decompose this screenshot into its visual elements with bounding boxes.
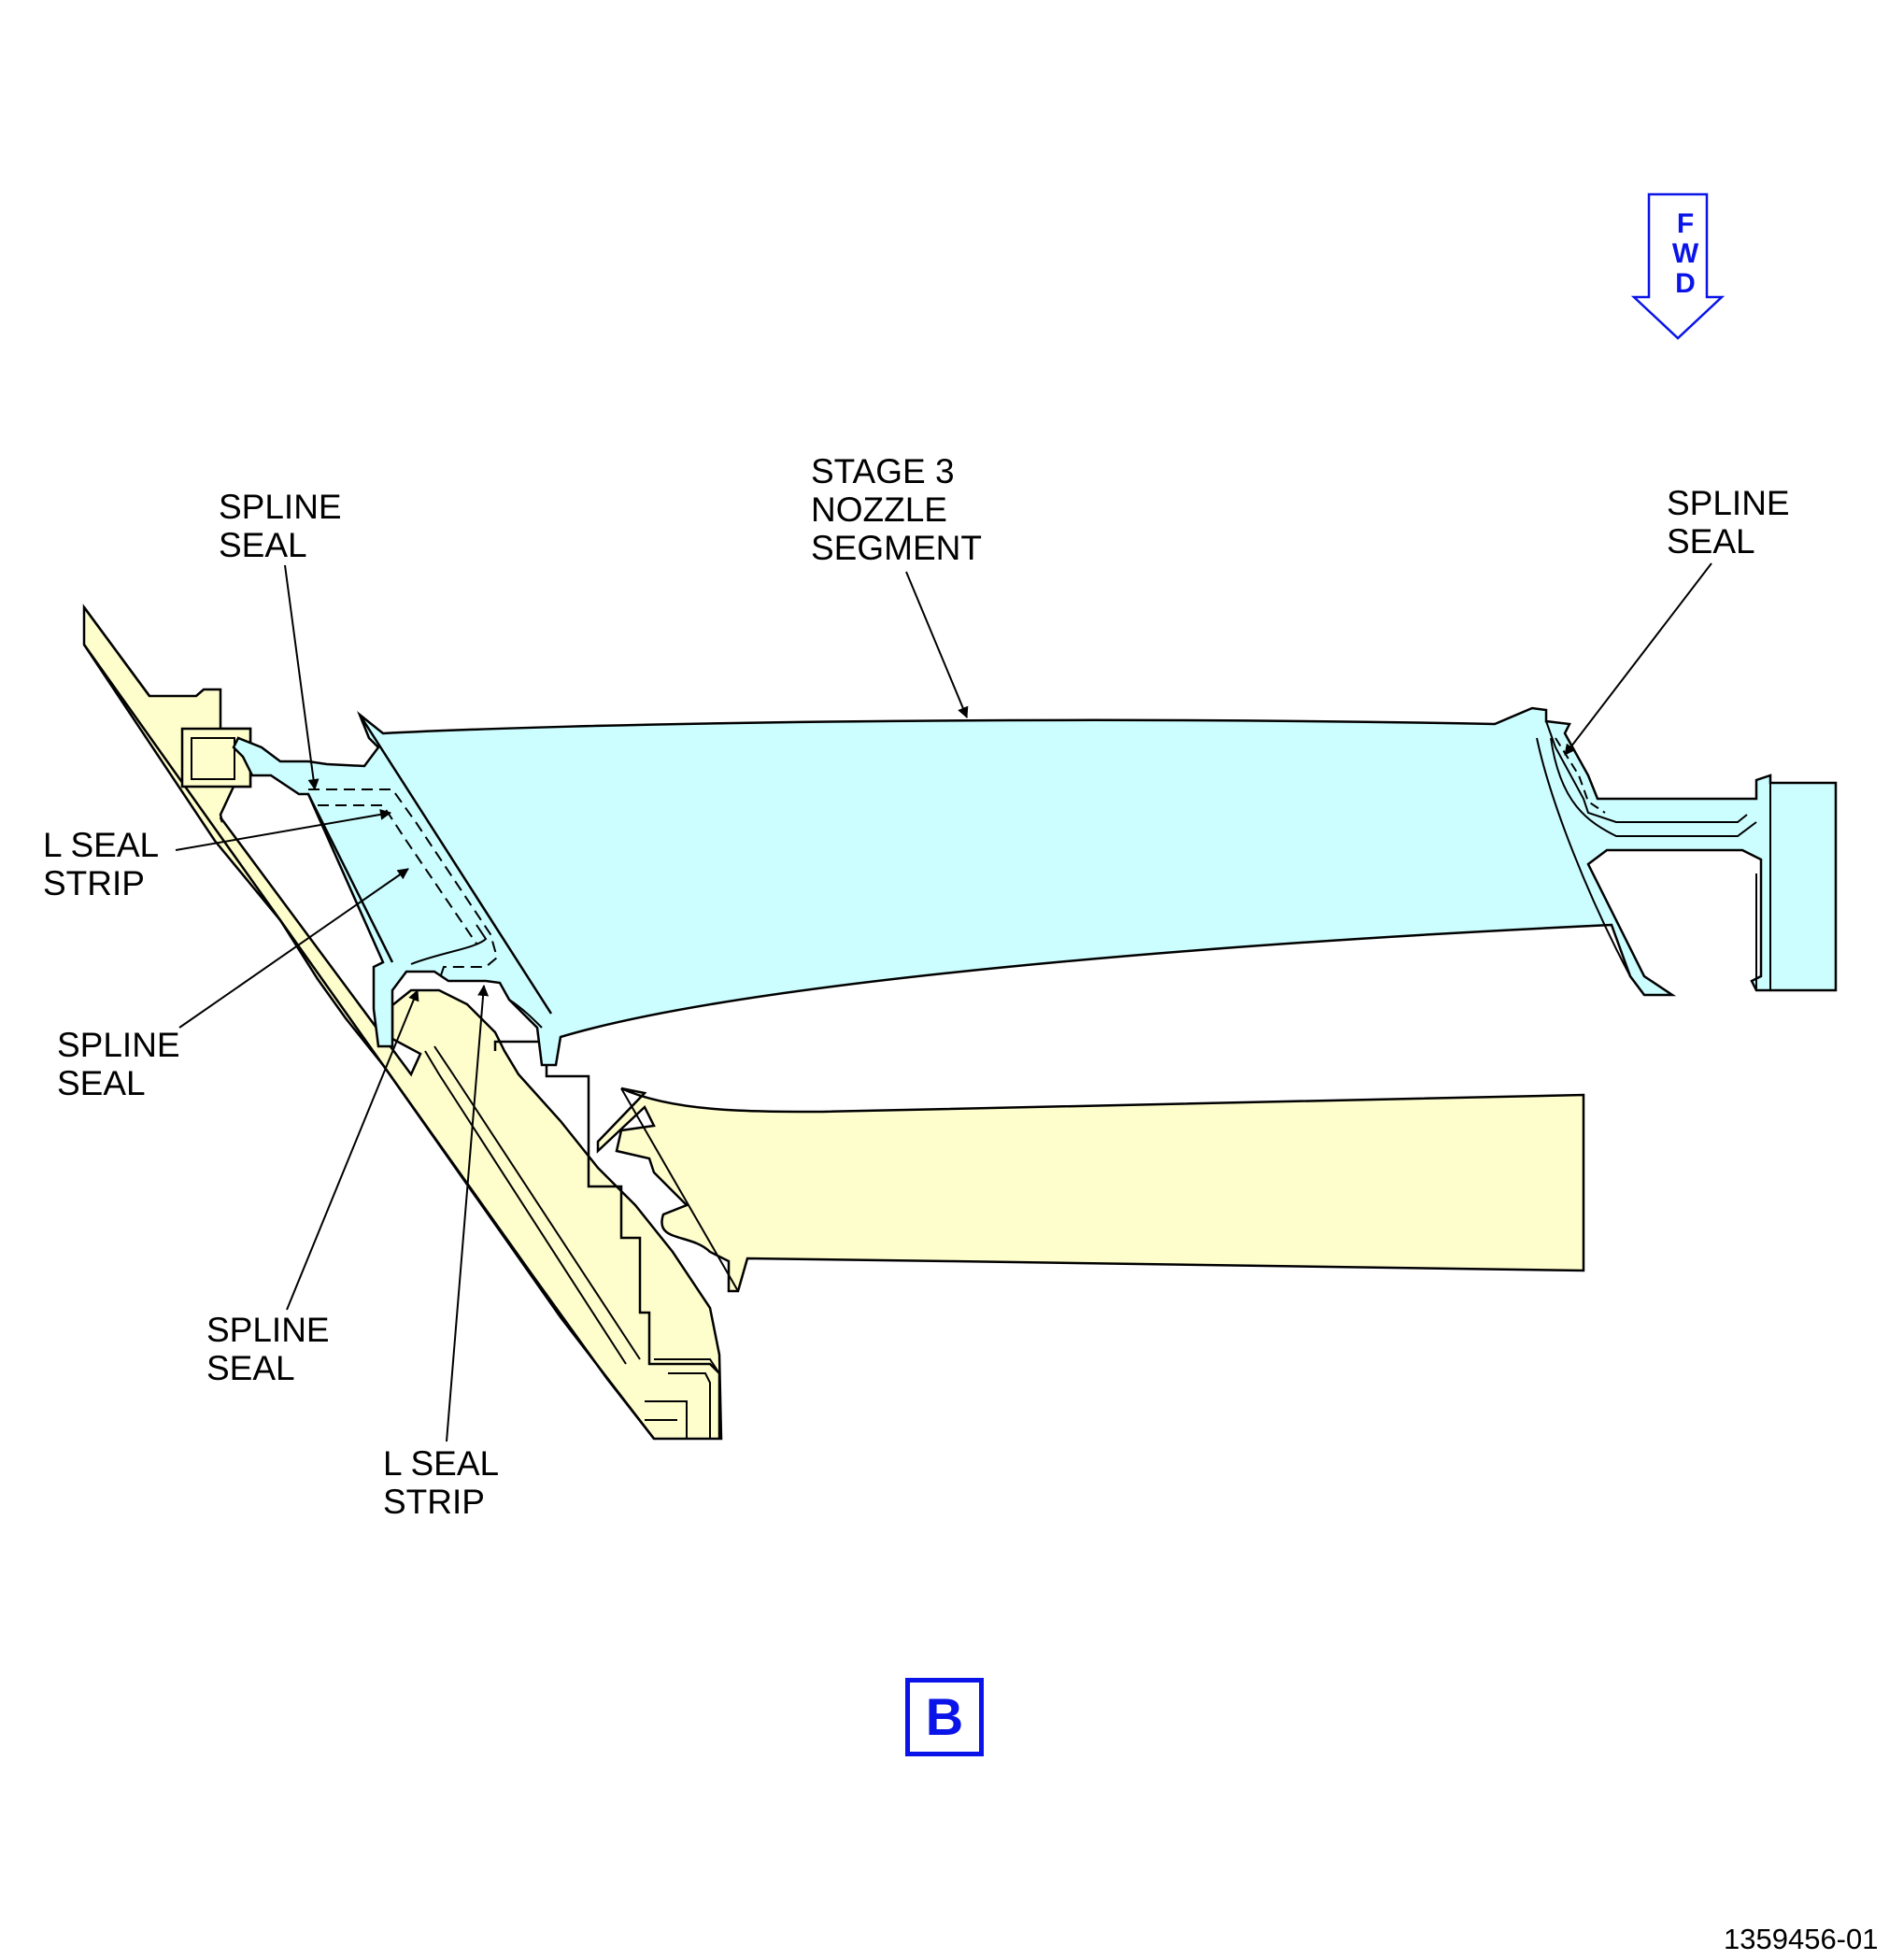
lower-blade (596, 1087, 1585, 1293)
rear-flange-details (1755, 783, 1771, 990)
fwd-letter-w: W (1671, 238, 1699, 269)
leader-stage3-nozzle (905, 571, 969, 718)
nozzle-vane-body (232, 706, 1838, 1067)
trailing-hook (1536, 720, 1757, 977)
view-label: B (925, 1687, 964, 1746)
leader-lines (175, 562, 1712, 1442)
hanger-block (180, 727, 252, 788)
callout-spline-seal-middle-left: SPLINE SEAL (57, 1026, 180, 1102)
shroud-rail (424, 1045, 641, 1365)
callout-line: STRIP (43, 864, 145, 902)
leader-l-seal-strip-upper (175, 808, 391, 851)
lower-blade-root-edge (620, 1087, 739, 1292)
callout-l-seal-strip-lower: L SEAL STRIP (383, 1444, 499, 1521)
callout-line: SEGMENT (811, 529, 982, 567)
down-arrow-icon (1630, 192, 1726, 340)
callout-line: L SEAL (43, 826, 160, 864)
callout-line: SEAL (57, 1064, 146, 1102)
hanger-slot (191, 737, 235, 780)
platform-inner-edge (306, 714, 553, 1015)
leader-spline-seal-lower (286, 989, 419, 1311)
nozzle-segment (232, 706, 1838, 1067)
callout-line: L SEAL (383, 1444, 500, 1483)
lower-blade-body (596, 1087, 1585, 1293)
callout-line: NOZZLE (811, 490, 947, 529)
fwd-letter-d: D (1675, 268, 1696, 299)
callout-spline-seal-upper-left: SPLINE SEAL (219, 488, 342, 564)
fwd-letter-f: F (1676, 208, 1695, 239)
callout-line: SEAL (206, 1349, 295, 1387)
lower-seal-housing (645, 1358, 720, 1439)
figure-id: 1359456-01 (1724, 1923, 1879, 1955)
casing-outer-edge (82, 606, 655, 1440)
callout-line: STRIP (383, 1483, 485, 1521)
leader-spline-seal-right (1564, 562, 1712, 756)
leader-spline-seal-middle-left (178, 868, 409, 1029)
callout-line: SPLINE (1667, 484, 1790, 522)
callout-spline-seal-lower: SPLINE SEAL (206, 1311, 330, 1387)
view-label-box: B (905, 1678, 984, 1756)
callout-line: SEAL (219, 526, 307, 564)
leader-l-seal-strip-lower (446, 985, 490, 1442)
leader-spline-seal-upper-left (284, 564, 320, 790)
fwd-label: F W D (1652, 209, 1719, 299)
callout-spline-seal-right: SPLINE SEAL (1667, 484, 1790, 561)
vane-fillet-curve (410, 924, 543, 1029)
callout-l-seal-strip-upper: L SEAL STRIP (43, 826, 159, 902)
callout-line: SEAL (1667, 522, 1755, 561)
seal-slot-dashed-outline (308, 788, 499, 982)
callout-stage3-nozzle-segment: STAGE 3 NOZZLE SEGMENT (811, 452, 982, 567)
trailing-slot-dashed (1555, 737, 1606, 814)
callout-line: SPLINE (219, 488, 342, 526)
callout-line: SPLINE (206, 1311, 330, 1349)
callout-line: STAGE 3 (811, 452, 955, 490)
callout-line: SPLINE (57, 1026, 180, 1064)
